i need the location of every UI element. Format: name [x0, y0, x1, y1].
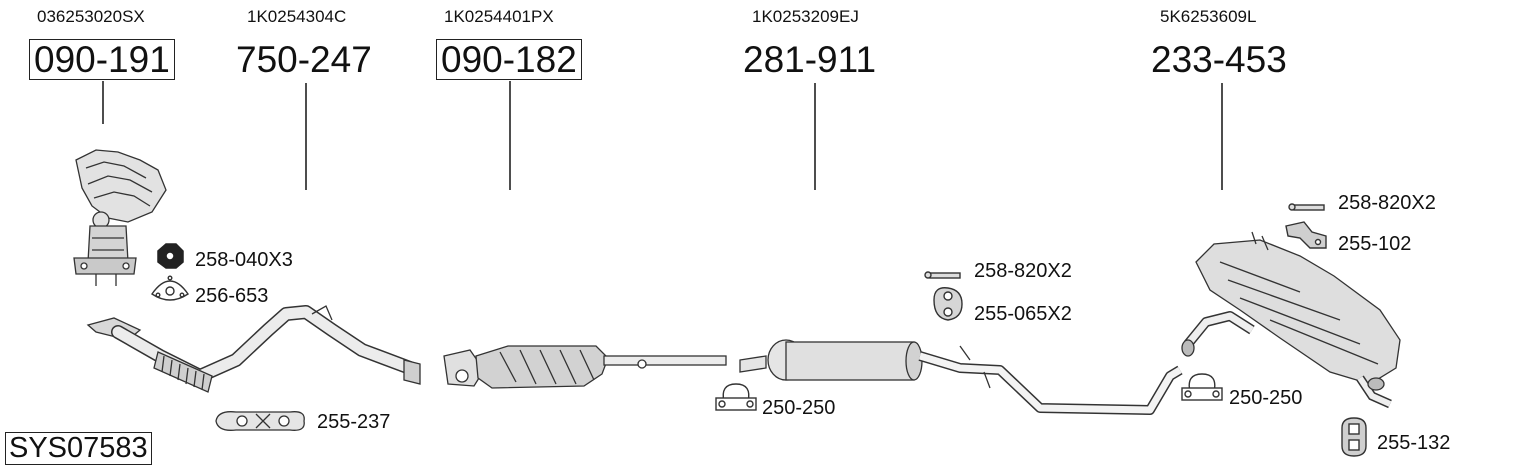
clamp-icon: [715, 383, 757, 411]
nut-icon: [157, 243, 184, 269]
accessory-label-bolt-mid[interactable]: 258-820X2: [974, 260, 1072, 282]
oe-number-middle-silencer: 1K0253209EJ: [752, 7, 859, 26]
bracket-icon: [1285, 221, 1327, 249]
manifold-catalyst-drawing: [73, 149, 167, 286]
middle-silencer-drawing: [739, 339, 1183, 415]
accessory-label-mount-rear[interactable]: 255-132: [1377, 432, 1451, 454]
rear-rubber-mount-icon: [1341, 417, 1367, 457]
gasket-icon: [151, 275, 189, 301]
part-number-front-pipe[interactable]: 750-247: [236, 39, 372, 80]
bolt-icon: [924, 271, 961, 279]
part-number-manifold[interactable]: 090-191: [29, 39, 175, 80]
rear-silencer-drawing: [1181, 231, 1401, 409]
accessory-label-gasket-manifold[interactable]: 256-653: [195, 285, 269, 307]
accessory-label-bolt-rear[interactable]: 258-820X2: [1338, 192, 1436, 214]
oe-number-front-pipe: 1K0254304C: [247, 7, 347, 26]
accessory-label-gasket-flex[interactable]: 255-237: [317, 411, 391, 433]
accessory-label-clamp-1[interactable]: 250-250: [762, 397, 836, 419]
accessory-label-mount-mid[interactable]: 255-065X2: [974, 303, 1072, 325]
accessory-label-clamp-2[interactable]: 250-250: [1229, 387, 1303, 409]
system-code-box: SYS07583: [5, 432, 152, 465]
front-pipe-drawing: [86, 305, 421, 393]
accessory-label-nut[interactable]: 258-040X3: [195, 249, 293, 271]
oe-number-catalyst: 1K0254401PX: [444, 7, 554, 26]
clamp-icon-2: [1181, 373, 1223, 401]
catalyst-drawing: [443, 345, 727, 389]
part-number-rear-silencer[interactable]: 233-453: [1151, 39, 1287, 80]
bolt-rear-icon: [1288, 203, 1325, 211]
oe-number-manifold: 036253020SX: [37, 7, 145, 26]
rubber-mount-icon: [933, 287, 963, 321]
oe-number-rear-silencer: 5K6253609L: [1160, 7, 1257, 26]
part-number-catalyst[interactable]: 090-182: [436, 39, 582, 80]
part-number-middle-silencer[interactable]: 281-911: [743, 39, 877, 80]
accessory-label-bracket-rear[interactable]: 255-102: [1338, 233, 1412, 255]
flex-gasket-icon: [215, 411, 305, 431]
